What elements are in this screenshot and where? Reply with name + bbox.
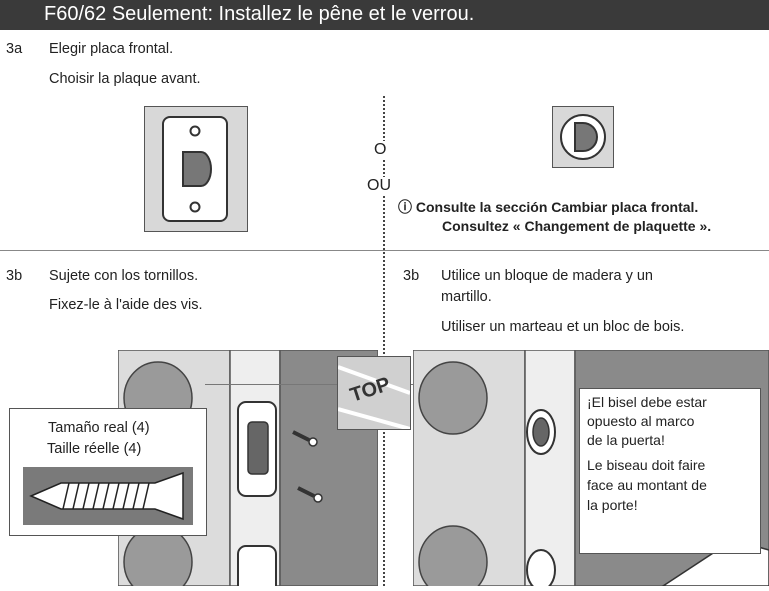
step-3b-left-text-es: Sujete con los tornillos. <box>49 268 199 284</box>
actual-size-label-fr: Taille réelle (4) <box>47 441 142 457</box>
screw-actual-size-illustration <box>23 467 193 525</box>
step-3b-right-text-fr: Utiliser un marteau et un bloc de bois. <box>441 319 685 335</box>
step-3a-number: 3a <box>6 41 23 57</box>
step-3b-left-text-fr: Fixez-le à l'aide des vis. <box>49 297 203 313</box>
section-title: F60/62 Seulement: Installez le pêne et l… <box>44 3 475 25</box>
bevel-note-fr-2: face au montant de <box>587 477 707 493</box>
step-3b-left-number: 3b <box>6 268 23 284</box>
actual-size-label-es: Tamaño real (4) <box>48 420 150 436</box>
bevel-note-es-2: opuesto al marco <box>587 413 695 429</box>
vertical-divider <box>383 96 385 586</box>
section-separator <box>0 250 769 251</box>
top-label-inset: TOP <box>337 356 411 431</box>
bevel-note-es-3: de la puerta! <box>587 432 665 448</box>
step-3a-text-es: Elegir placa frontal. <box>49 41 174 57</box>
door-latch-screws-icon <box>117 349 379 591</box>
round-faceplate-illustration <box>552 106 614 168</box>
step-3b-right-number: 3b <box>399 268 420 284</box>
rectangular-faceplate-icon <box>162 116 228 222</box>
section-header: F60/62 Seulement: Installez le pêne et l… <box>0 0 769 30</box>
bevel-note-fr-1: Le biseau doit faire <box>587 457 706 473</box>
or-text-fr: OU <box>367 177 391 195</box>
bevel-warning-callout: ¡El bisel debe estar opuesto al marco de… <box>579 388 761 554</box>
faceplate-note-es: ⓘ Consulte la sección Cambiar placa fron… <box>398 199 699 215</box>
faceplate-note-fr: Consultez « Changement de plaquette ». <box>442 218 712 234</box>
or-text-es: O <box>374 141 387 159</box>
bevel-note-es-1: ¡El bisel debe estar <box>587 394 707 410</box>
step-3a-text-fr: Choisir la plaque avant. <box>49 71 201 87</box>
round-faceplate-icon <box>560 114 606 160</box>
screw-icon <box>29 471 184 521</box>
actual-size-screw-callout: Tamaño real (4) Taille réelle (4) <box>9 408 207 536</box>
top-marking-icon <box>337 365 411 431</box>
rectangular-faceplate-illustration <box>144 106 248 232</box>
step-3b-right-text-es-1: Utilice un bloque de madera y un <box>441 268 653 284</box>
bevel-note-fr-3: la porte! <box>587 497 638 513</box>
door-edge-illustration-left <box>117 349 379 591</box>
step-3b-right-text-es-2: martillo. <box>441 289 492 305</box>
